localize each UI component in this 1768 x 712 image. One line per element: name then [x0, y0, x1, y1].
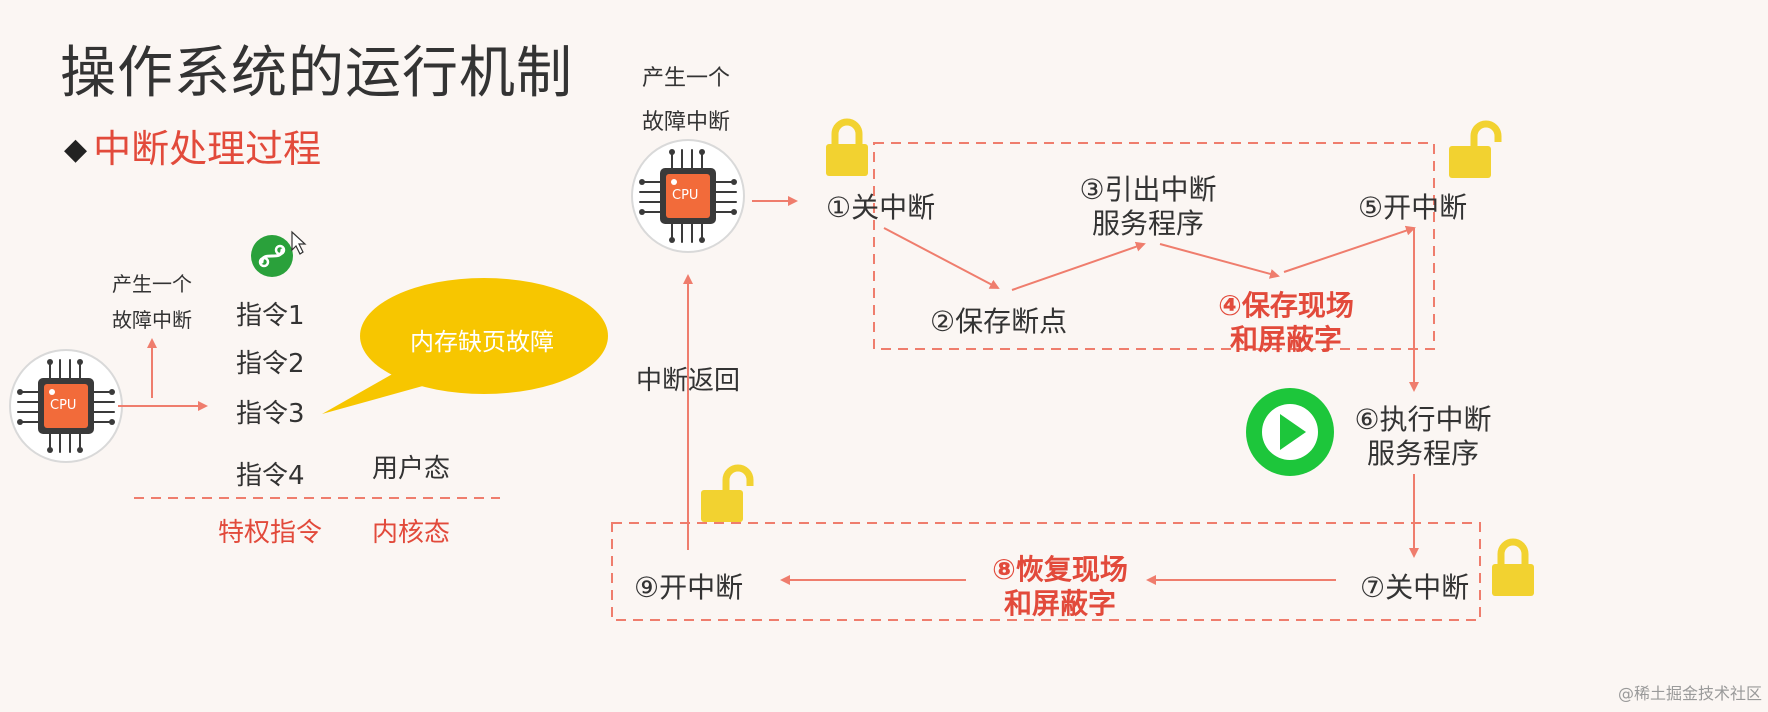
step-6-line2: 服务程序	[1366, 437, 1479, 470]
step-6-line1: ⑥执行中断	[1354, 403, 1492, 436]
step-8-line1: ⑧恢复现场	[992, 553, 1128, 586]
arrow-step4-to-step5	[1283, 225, 1416, 273]
kernel-mode-label: 内核态	[372, 518, 451, 548]
diamond-bullet-icon: ◆	[64, 132, 88, 167]
step-4-line1: ④保存现场	[1218, 289, 1354, 322]
instruction-2: 指令2	[236, 349, 305, 379]
step-8-line2: 和屏蔽字	[1003, 587, 1116, 620]
play-icon	[1246, 388, 1334, 476]
bubble-text: 内存缺页故障	[410, 328, 554, 356]
mouse-cursor-icon	[291, 230, 307, 255]
subtitle-text: 中断处理过程	[93, 127, 322, 171]
lock-open-icon-step9	[701, 468, 750, 522]
privileged-instruction-label: 特权指令	[218, 518, 323, 548]
arrow-step2-to-step3	[1011, 241, 1146, 291]
left-fault-label-line2: 故障中断	[112, 308, 192, 332]
arrow-step1-to-step2	[883, 227, 1000, 289]
user-mode-label: 用户态	[372, 454, 451, 484]
step-7-disable-interrupt: ⑦关中断	[1360, 571, 1470, 604]
step-5-enable-interrupt: ⑤开中断	[1358, 191, 1468, 224]
right-fault-label-line2: 故障中断	[642, 110, 731, 135]
step-1-disable-interrupt: ①关中断	[826, 191, 936, 224]
interrupt-return-label: 中断返回	[636, 366, 741, 396]
instruction-1: 指令1	[236, 301, 305, 331]
step-2-save-breakpoint: ②保存断点	[930, 305, 1068, 338]
instruction-3: 指令3	[236, 399, 305, 429]
section-subtitle: ◆中断处理过程	[64, 118, 321, 173]
right-fault-label-line1: 产生一个	[642, 66, 731, 91]
lock-open-icon-step5	[1449, 124, 1498, 178]
step-9-enable-interrupt: ⑨开中断	[634, 571, 744, 604]
restore-steps-box	[611, 522, 1481, 621]
page-title: 操作系统的运行机制	[60, 41, 573, 106]
step-3-line1: ③引出中断	[1079, 173, 1217, 206]
left-fault-label-line1: 产生一个	[112, 272, 192, 296]
right-cpu-label: CPU	[672, 188, 699, 203]
mini-program-icon	[251, 235, 293, 277]
instruction-4: 指令4	[236, 461, 305, 491]
left-cpu-label: CPU	[50, 398, 77, 413]
lock-closed-icon-step1	[826, 122, 868, 176]
hardware-steps-box	[873, 142, 1435, 350]
step-4-line2: 和屏蔽字	[1229, 323, 1342, 356]
lock-closed-icon-step7	[1492, 542, 1534, 596]
speech-bubble-shape	[322, 278, 608, 414]
arrow-step3-to-step4	[1159, 243, 1280, 279]
step-3-line2: 服务程序	[1091, 207, 1204, 240]
watermark: @稀土掘金技术社区	[1618, 684, 1763, 703]
